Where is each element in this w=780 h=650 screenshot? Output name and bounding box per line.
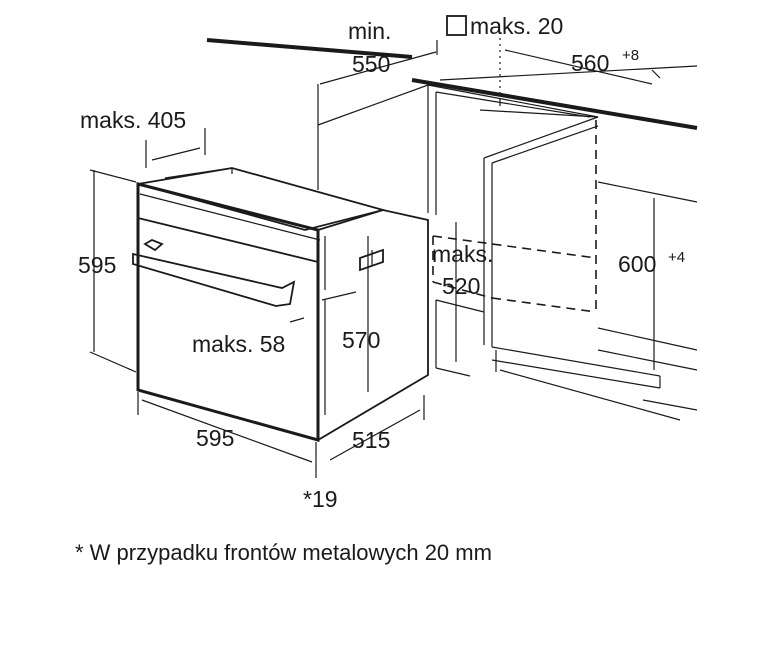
dimension-labels: min. 550 maks. 20 560 +8 maks. 405 595 6…: [78, 13, 685, 512]
cabinet-niche: [206, 32, 698, 421]
maks-20-label: maks. 20: [470, 13, 563, 39]
maks-405-label: maks. 405: [80, 107, 186, 133]
maks-520-value: 520: [442, 273, 480, 299]
footnote-text: * W przypadku frontów metalowych 20 mm: [75, 540, 492, 565]
oven-drawing: [132, 167, 429, 442]
square-symbol: [446, 15, 467, 36]
oven-width-label: 595: [196, 425, 234, 451]
dimension-lines: [89, 40, 661, 478]
body-height-label: 570: [342, 327, 380, 353]
maks-520-label: maks.: [432, 241, 493, 267]
front-note-label: *19: [303, 486, 338, 512]
cabinet-width-label: 560: [571, 50, 609, 76]
oven-depth-label: 515: [352, 427, 390, 453]
niche-height-tolerance: +4: [668, 249, 685, 266]
oven-height-label: 595: [78, 252, 116, 278]
cabinet-width-tolerance: +8: [622, 47, 639, 64]
min-label: min.: [348, 18, 391, 44]
maks-58-label: maks. 58: [192, 331, 285, 357]
min-value: 550: [352, 51, 390, 77]
niche-height-label: 600: [618, 251, 656, 277]
